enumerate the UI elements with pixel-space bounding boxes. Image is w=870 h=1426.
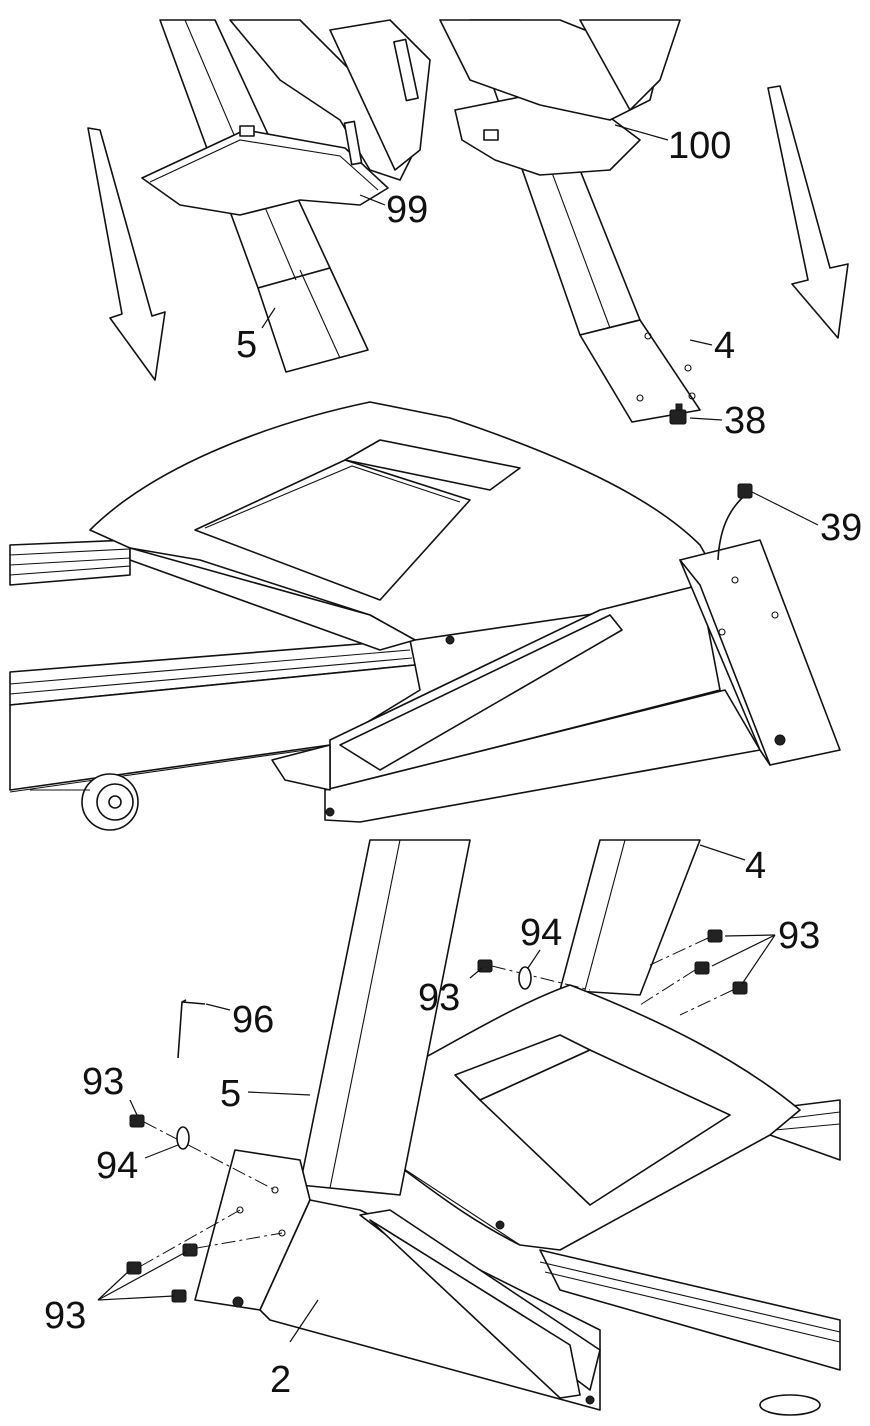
fasteners bbox=[126, 929, 748, 1303]
treadmill-base-step bbox=[9, 401, 841, 831]
right-upright-installed bbox=[559, 839, 701, 996]
label-part-39: 39 bbox=[820, 507, 862, 549]
label-part-93-mid: 93 bbox=[418, 977, 460, 1019]
motor-hood bbox=[89, 401, 721, 651]
transport-wheel bbox=[30, 773, 139, 831]
label-part-99: 99 bbox=[386, 189, 428, 231]
base-frame-installed bbox=[194, 1149, 821, 1416]
right-down-arrow bbox=[767, 85, 849, 339]
part-labels: 99 100 5 4 38 39 4 94 93 93 96 93 94 5 9… bbox=[44, 125, 862, 1401]
label-part-2: 2 bbox=[270, 1359, 291, 1401]
base-frame bbox=[271, 539, 841, 823]
label-part-5-top: 5 bbox=[236, 324, 257, 366]
running-deck bbox=[9, 539, 421, 793]
upright-assembly-step bbox=[87, 19, 849, 425]
left-down-arrow bbox=[87, 127, 166, 381]
label-part-4-bottom: 4 bbox=[745, 845, 766, 887]
right-handlebar-bracket bbox=[439, 19, 681, 176]
washer-94-left bbox=[176, 1126, 190, 1150]
washer-94-mid bbox=[518, 966, 532, 990]
left-upright-installed bbox=[299, 839, 471, 1196]
bolt-93-right-mid bbox=[639, 961, 710, 1006]
deck-rails-right bbox=[539, 1099, 841, 1371]
motor-hood-installed bbox=[359, 984, 801, 1251]
label-part-93-left: 93 bbox=[82, 1061, 124, 1103]
left-handlebar-bracket bbox=[141, 19, 431, 216]
upright-fastening-step bbox=[126, 839, 841, 1416]
label-part-94-left: 94 bbox=[96, 1145, 138, 1187]
label-part-100: 100 bbox=[668, 125, 731, 167]
label-part-4-top: 4 bbox=[714, 325, 735, 367]
leader-lines bbox=[97, 124, 819, 1343]
label-part-5-bottom: 5 bbox=[220, 1073, 241, 1115]
cable-connector-39 bbox=[737, 483, 753, 499]
bolt-93-left-low2 bbox=[182, 1232, 283, 1257]
bolt-93-left-low1 bbox=[126, 1209, 241, 1275]
bolt-93-right-bottom bbox=[679, 981, 748, 1016]
label-part-93-bottom: 93 bbox=[44, 1295, 86, 1337]
label-part-38: 38 bbox=[724, 400, 766, 442]
hex-key-96 bbox=[177, 999, 206, 1059]
label-part-94-mid: 94 bbox=[520, 912, 562, 954]
bolt-38 bbox=[669, 403, 687, 425]
bolt-93-left-low3 bbox=[171, 1289, 187, 1303]
bolt-93-right-top bbox=[649, 929, 723, 966]
label-part-96: 96 bbox=[232, 999, 274, 1041]
label-part-93-right: 93 bbox=[778, 915, 820, 957]
